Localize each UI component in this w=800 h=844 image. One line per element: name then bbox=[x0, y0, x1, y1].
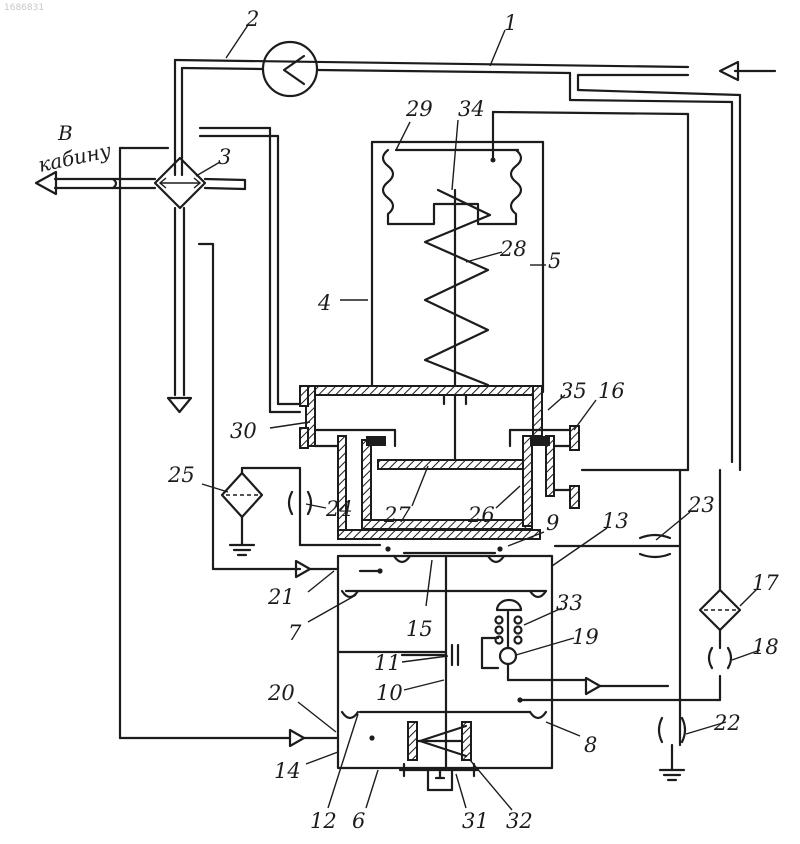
label-12: 12 bbox=[310, 809, 337, 833]
label-18: 18 bbox=[752, 635, 779, 659]
label-23: 23 bbox=[687, 493, 715, 517]
pressure-gauge-icon bbox=[263, 42, 317, 96]
label-17: 17 bbox=[752, 571, 779, 595]
line-to-port-21 bbox=[199, 244, 300, 569]
rod-11 bbox=[402, 645, 458, 665]
diaphragm-12 bbox=[342, 712, 546, 741]
filter-discharge-line bbox=[168, 208, 191, 412]
choke-18-icon bbox=[709, 648, 731, 668]
filter-bypass-line bbox=[120, 148, 290, 738]
valve-31-32-icon bbox=[400, 722, 478, 790]
label-29: 29 bbox=[405, 97, 433, 121]
label-33: 33 bbox=[556, 591, 583, 615]
label-20: 20 bbox=[267, 681, 295, 705]
label-3: 3 bbox=[218, 145, 231, 169]
feedback-tube bbox=[491, 112, 689, 470]
label-5: 5 bbox=[548, 249, 561, 273]
label-35: 35 bbox=[560, 379, 587, 403]
diaphragm-7 bbox=[342, 591, 546, 597]
label-26: 26 bbox=[467, 503, 495, 527]
label-4: 4 bbox=[317, 291, 331, 315]
label-19: 19 bbox=[572, 625, 599, 649]
label-8: 8 bbox=[584, 733, 597, 757]
spring-icon bbox=[425, 190, 490, 462]
solenoid-33-icon bbox=[496, 600, 522, 648]
label-11: 11 bbox=[374, 651, 401, 675]
label-14: 14 bbox=[274, 759, 301, 783]
label-24: 24 bbox=[325, 497, 353, 521]
label-13: 13 bbox=[602, 509, 629, 533]
label-15: 15 bbox=[406, 617, 433, 641]
label-16: 16 bbox=[598, 379, 625, 403]
label-34: 34 bbox=[458, 97, 485, 121]
cabin-caption-line1: В bbox=[57, 121, 73, 145]
label-22: 22 bbox=[713, 711, 741, 735]
filter-3-icon bbox=[155, 158, 205, 208]
filter-25-icon bbox=[222, 473, 262, 555]
label-1: 1 bbox=[504, 11, 517, 35]
label-32: 32 bbox=[506, 809, 533, 833]
label-6: 6 bbox=[352, 809, 365, 833]
watermark-text: 1686831 bbox=[4, 3, 44, 13]
port-21-arrow-icon bbox=[296, 561, 338, 577]
port-right-arrow-icon bbox=[586, 678, 668, 694]
label-7: 7 bbox=[288, 621, 302, 645]
inlet-arrow-icon bbox=[720, 62, 775, 80]
label-27: 27 bbox=[383, 503, 411, 527]
label-28: 28 bbox=[499, 237, 527, 261]
return-line-30 bbox=[200, 128, 300, 412]
label-2: 2 bbox=[245, 7, 259, 31]
cabin-outlet-line bbox=[55, 179, 245, 189]
label-9: 9 bbox=[546, 511, 559, 535]
label-30: 30 bbox=[230, 419, 257, 443]
cabin-caption-line2: кабину bbox=[36, 138, 113, 177]
port-20-arrow-icon bbox=[290, 730, 338, 746]
control-unit-box bbox=[338, 556, 552, 768]
label-10: 10 bbox=[376, 681, 403, 705]
housing-body bbox=[372, 142, 543, 392]
label-25: 25 bbox=[167, 463, 195, 487]
label-21: 21 bbox=[267, 585, 295, 609]
label-31: 31 bbox=[462, 809, 489, 833]
